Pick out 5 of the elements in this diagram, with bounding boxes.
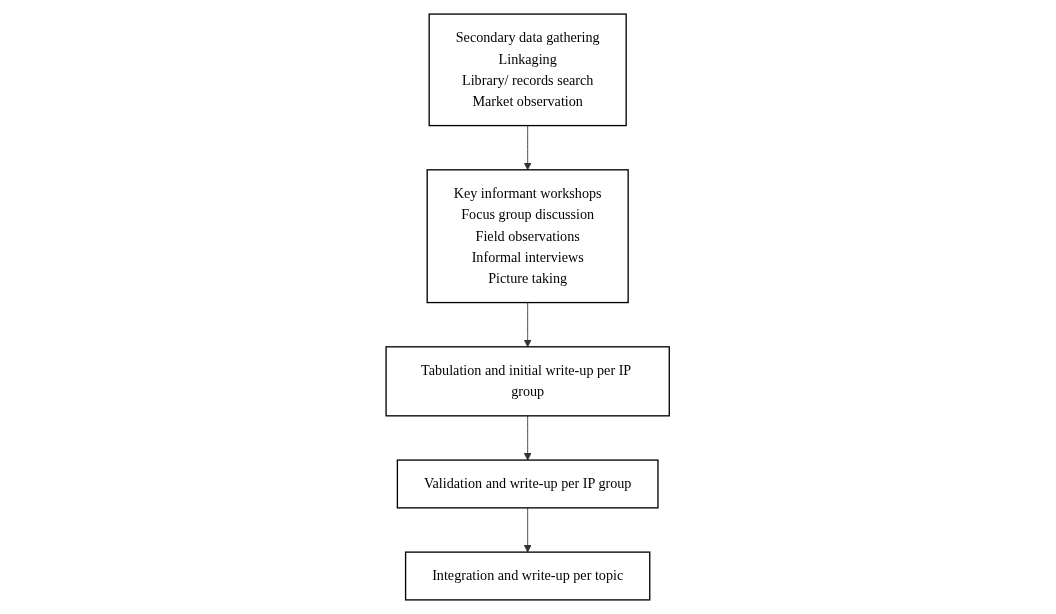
node-box: Key informant workshops Focus group discussion Field observations Informal interviews Picture taking [426, 169, 630, 304]
node-box: Validation and write-up per IP group [397, 459, 659, 509]
node-box: Secondary data gathering Linkaging Library/ records search Market observation [428, 13, 628, 127]
node-box: Integration and write-up per topic [405, 551, 651, 601]
node-box: Tabulation and initial write-up per IP group [385, 346, 671, 417]
